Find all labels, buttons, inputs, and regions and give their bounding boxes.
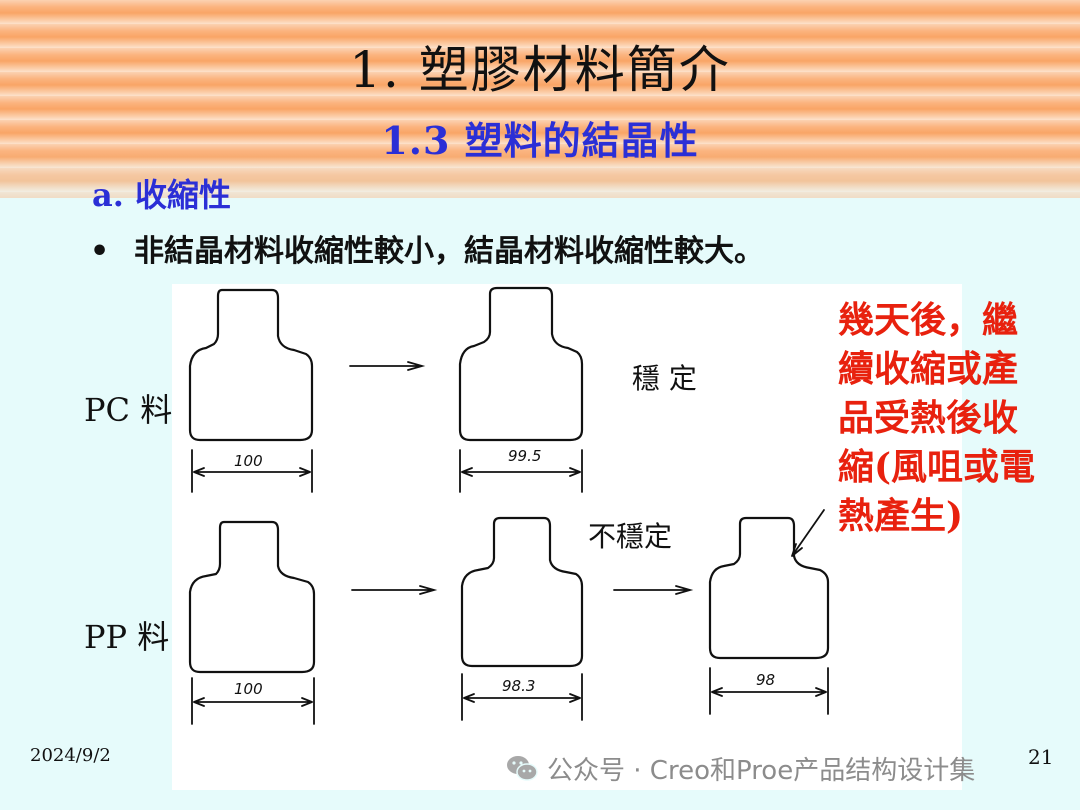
bullet-symbol: • xyxy=(90,234,110,269)
pc-dim-line-2 xyxy=(459,449,583,493)
pp-dim-line-1 xyxy=(191,677,315,725)
pp-arrow-2 xyxy=(613,585,694,595)
pp-dim-after-2: 98 xyxy=(756,671,775,689)
slide-subtitle: 1.3 塑料的結晶性 xyxy=(381,118,699,163)
bullet-text: 非結晶材料收縮性較小，結晶材料收縮性較大。 xyxy=(134,234,764,269)
stable-label: 穩 定 xyxy=(632,362,697,395)
pc-row-label: PC 料 xyxy=(84,391,173,429)
pp-part-after-1 xyxy=(460,516,584,668)
watermark-text: 公众号 · Creo和Proe产品结构设计集 xyxy=(547,755,976,786)
pp-arrow-1 xyxy=(351,585,438,595)
shrinkage-figure: 穩 定 不穩定 100 99.5 100 98.3 98 xyxy=(172,284,962,790)
bullet-item: • 非結晶材料收縮性較小，結晶材料收縮性較大。 xyxy=(90,226,764,270)
pc-dim-line-1 xyxy=(191,449,313,493)
pc-arrow xyxy=(349,361,426,371)
pp-dim-line-2 xyxy=(461,673,583,721)
unstable-label: 不穩定 xyxy=(588,520,672,553)
pp-part-before xyxy=(188,520,316,674)
header-fade xyxy=(0,150,1080,198)
pp-dim-before: 100 xyxy=(234,680,263,698)
pp-dim-line-3 xyxy=(709,667,829,715)
slide-date: 2024/9/2 xyxy=(30,745,111,766)
pp-row-label: PP 料 xyxy=(84,618,170,656)
slide-title: 1. 塑膠材料簡介 xyxy=(349,41,731,99)
section-heading: a. 收縮性 xyxy=(92,176,232,214)
red-note: 幾天後，繼 續收縮或產 品受熱後收 縮(風咀或電 熱產生) xyxy=(838,299,1036,537)
shrinkage-diagram: 穩 定 不穩定 100 99.5 100 98.3 98 xyxy=(188,286,830,725)
pp-dim-after-1: 98.3 xyxy=(502,677,535,695)
pc-part-after xyxy=(458,286,584,442)
page-number: 21 xyxy=(1028,745,1054,769)
pc-dim-after: 99.5 xyxy=(508,447,541,465)
wechat-icon xyxy=(507,756,538,781)
watermark: 公众号 · Creo和Proe产品结构设计集 xyxy=(505,748,975,788)
note-leader-line xyxy=(791,509,825,557)
pp-part-after-2 xyxy=(708,516,830,660)
pc-part-before xyxy=(188,288,314,442)
pc-dim-before: 100 xyxy=(234,452,263,470)
